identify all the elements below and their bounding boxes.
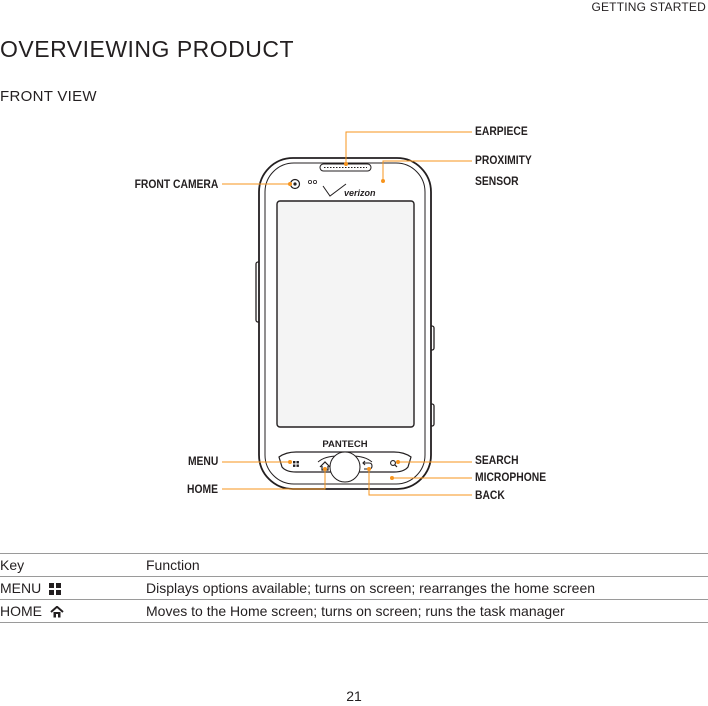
column-header-key: Key bbox=[0, 553, 146, 577]
callout-back: BACK bbox=[475, 488, 505, 502]
phone-body bbox=[255, 157, 435, 490]
table-row: HOME Moves to the Home screen; turns on … bbox=[0, 599, 708, 623]
page-title: OVERVIEWING PRODUCT bbox=[0, 36, 295, 62]
callout-proximity-line2: SENSOR bbox=[475, 174, 519, 188]
carrier-logo: verizon bbox=[344, 188, 376, 198]
key-function-table: Key Function MENU Displays options avail… bbox=[0, 553, 708, 623]
callout-home: HOME bbox=[187, 482, 218, 496]
section-label: GETTING STARTED bbox=[591, 0, 706, 14]
section-subtitle: FRONT VIEW bbox=[0, 88, 97, 105]
callout-earpiece: EARPIECE bbox=[475, 124, 528, 138]
column-header-function: Function bbox=[146, 553, 708, 577]
menu-grid-icon bbox=[49, 582, 62, 595]
home-icon bbox=[50, 605, 64, 617]
menu-key-icon bbox=[293, 461, 299, 467]
function-cell: Moves to the Home screen; turns on scree… bbox=[146, 599, 708, 623]
brand-logo: PANTECH bbox=[322, 439, 367, 450]
callout-dots bbox=[288, 162, 400, 480]
key-cell: MENU bbox=[0, 576, 146, 600]
function-cell: Displays options available; turns on scr… bbox=[146, 576, 708, 600]
callout-front-camera: FRONT CAMERA bbox=[134, 177, 218, 191]
proximity-sensor bbox=[307, 179, 317, 184]
key-name: MENU bbox=[0, 579, 42, 596]
table-row: MENU Displays options available; turns o… bbox=[0, 576, 708, 600]
key-name: HOME bbox=[0, 602, 42, 619]
table-header-row: Key Function bbox=[0, 553, 708, 577]
verizon-check-mark bbox=[322, 183, 347, 197]
callout-microphone: MICROPHONE bbox=[475, 470, 547, 484]
callout-proximity-line1: PROXIMITY bbox=[475, 153, 532, 167]
callout-menu: MENU bbox=[187, 454, 218, 468]
callout-leaders bbox=[222, 131, 472, 496]
search-key-icon bbox=[390, 460, 398, 468]
bottom-key-strip bbox=[278, 451, 412, 483]
key-cell: HOME bbox=[0, 599, 146, 623]
page-number: 21 bbox=[346, 688, 362, 704]
callout-search: SEARCH bbox=[475, 453, 519, 467]
phone-front-diagram: verizon PANTECH bbox=[222, 131, 472, 496]
front-camera-lens bbox=[289, 178, 301, 190]
